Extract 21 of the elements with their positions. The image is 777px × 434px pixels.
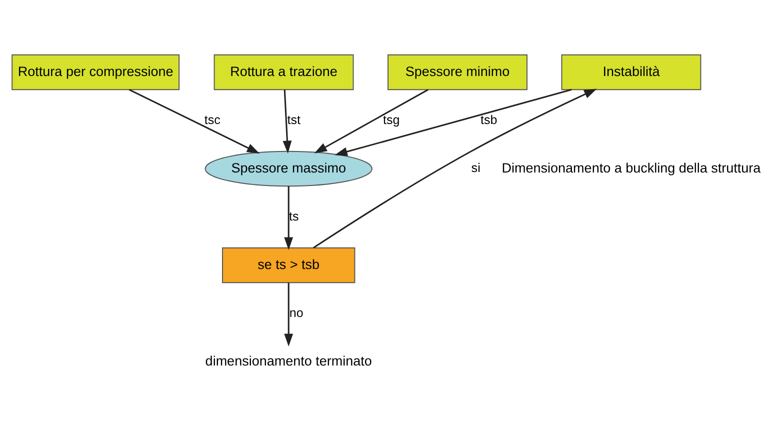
arrow <box>334 88 572 156</box>
arrow <box>313 88 597 248</box>
node-ellipse: Spessore massimo <box>204 150 372 187</box>
arrow <box>314 89 428 154</box>
arrow <box>284 282 294 347</box>
node-box: Instabilità <box>561 54 702 90</box>
node-box: Spessore minimo <box>388 54 528 90</box>
edge-label: tst <box>287 112 301 127</box>
node-box: Rottura a trazione <box>214 54 354 90</box>
edge-label: si <box>471 161 480 176</box>
edge-label: tsg <box>383 112 400 127</box>
edge-label: tsc <box>204 112 220 127</box>
node-text: dimensionamento terminato <box>205 353 372 368</box>
edge-label: no <box>289 306 304 320</box>
node-box: se ts > tsb <box>222 247 356 284</box>
arrow <box>282 90 292 154</box>
node-box: Rottura per compressione <box>12 54 180 90</box>
edge-label: tsb <box>480 112 498 127</box>
arrow <box>128 88 260 154</box>
arrow <box>284 186 294 250</box>
label: Dimensionamento a buckling della struttura <box>502 160 761 176</box>
